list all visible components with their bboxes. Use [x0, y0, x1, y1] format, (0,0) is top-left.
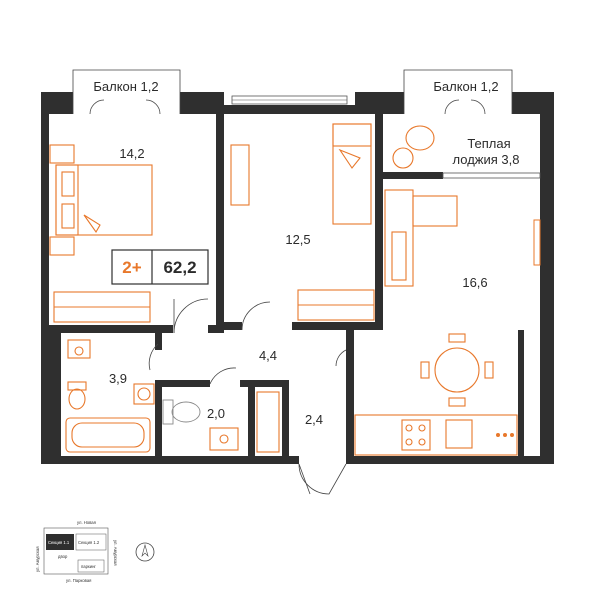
wardrobe-room2 — [297, 289, 375, 321]
doors — [148, 298, 347, 495]
parking-label: паркинг — [81, 564, 96, 569]
sink-icon — [67, 339, 91, 359]
balcony-right — [403, 69, 513, 115]
bed-icon-room2 — [332, 123, 372, 225]
toilet-icon — [67, 381, 87, 410]
apartment-badge: 2+ 62,2 — [111, 249, 209, 285]
loggia-label-line1: Теплая — [467, 136, 510, 151]
sink-icon-wc — [209, 427, 239, 451]
hob-dots — [496, 433, 514, 437]
toilet-icon-wc — [162, 399, 201, 425]
compass-icon — [135, 542, 155, 562]
balcony-left-label: Балкон 1,2 — [93, 79, 158, 94]
room-area-hall: 4,4 — [259, 348, 277, 363]
walls — [41, 92, 554, 464]
sofa-icon — [384, 189, 458, 287]
wardrobe-bedroom — [53, 291, 151, 323]
room-area-room2: 12,5 — [285, 232, 310, 247]
room-area-living: 16,6 — [462, 275, 487, 290]
windows — [231, 95, 541, 266]
street-top: ул. Новая — [77, 520, 96, 525]
balcony-right-label: Балкон 1,2 — [433, 79, 498, 94]
apartment-type: 2+ — [122, 258, 141, 277]
street-bottom: ул. Парковая — [66, 578, 91, 583]
section-other: Секция 1.2 — [78, 540, 100, 545]
room-area-closet: 2,4 — [305, 412, 323, 427]
site-minimap: ул. Новая ул. Парковая ул. Амурская ул. … — [35, 520, 155, 583]
washing-machine-icon — [133, 383, 155, 405]
stove-icon — [401, 419, 431, 451]
apartment-total-area: 62,2 — [163, 258, 196, 277]
dining-table-icon — [420, 333, 494, 407]
balcony-left — [72, 69, 181, 115]
street-left: ул. Амурская — [35, 547, 40, 572]
room-area-bedroom: 14,2 — [119, 146, 144, 161]
kitchen-sink-icon — [445, 419, 473, 449]
loggia-table — [392, 125, 435, 169]
room-area-bathroom: 3,9 — [109, 371, 127, 386]
yard-label: двор — [58, 554, 68, 559]
street-right: ул. Амурская — [113, 540, 118, 565]
bathtub-icon — [65, 417, 151, 453]
bed-icon — [49, 144, 153, 256]
room-area-wc: 2,0 — [207, 406, 225, 421]
loggia-label-line2: лоджия 3,8 — [453, 152, 520, 167]
kitchen-counter — [354, 414, 518, 456]
section-active: Секция 1.1 — [48, 540, 70, 545]
closet-shelving — [256, 391, 280, 453]
desk — [230, 144, 250, 206]
